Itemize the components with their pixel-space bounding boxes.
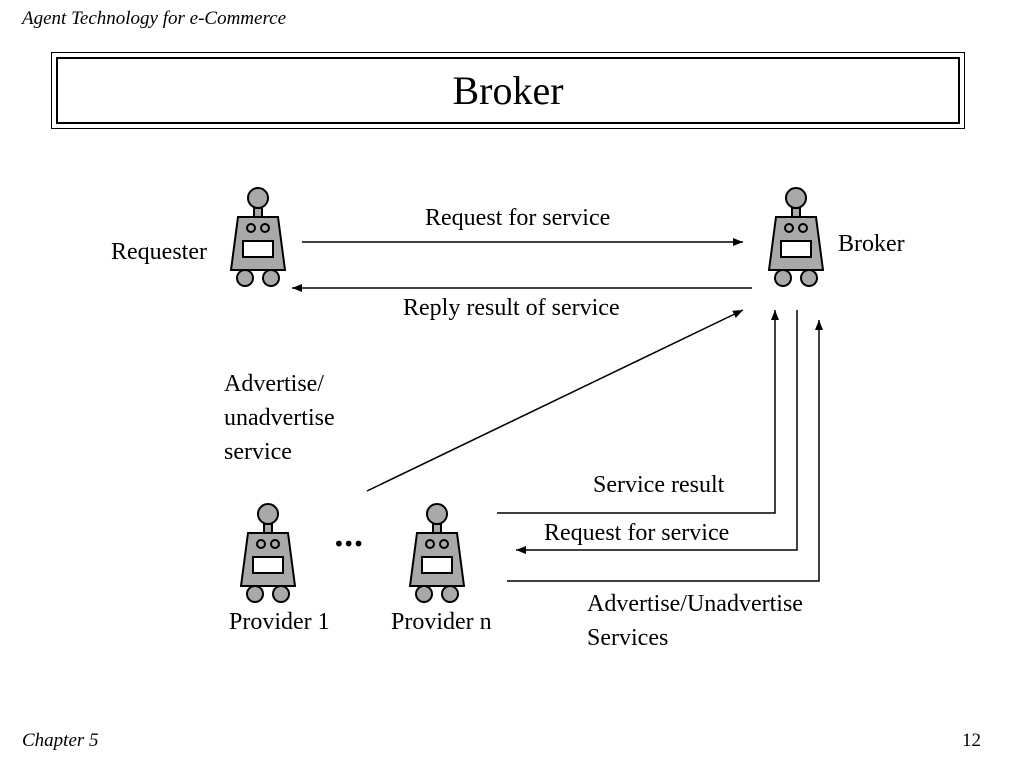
request-for-service-label: Request for service bbox=[425, 205, 611, 231]
broker-label: Broker bbox=[838, 231, 905, 257]
providers-ellipsis: ••• bbox=[333, 532, 364, 556]
advertise-label-line-3: service bbox=[224, 439, 292, 465]
advertise-services-label-line-2: Services bbox=[587, 625, 669, 651]
reply-result-label: Reply result of service bbox=[403, 295, 620, 321]
provider-n-robot-icon bbox=[409, 503, 465, 603]
request-for-service-bottom-label: Request for service bbox=[544, 520, 730, 546]
service-result-label: Service result bbox=[593, 472, 725, 498]
advertise-services-label-line-1: Advertise/Unadvertise bbox=[587, 591, 803, 617]
requester-robot-icon bbox=[230, 187, 286, 287]
requester-label: Requester bbox=[111, 239, 207, 265]
broker-robot-icon bbox=[768, 187, 824, 287]
advertise-arrow bbox=[366, 309, 744, 492]
page-title: Broker bbox=[452, 68, 564, 113]
service-result-arrow bbox=[497, 310, 779, 514]
page-number: 12 bbox=[962, 730, 981, 751]
request-bottom-arrow bbox=[516, 310, 798, 554]
provider-1-label: Provider 1 bbox=[229, 609, 330, 635]
title-box: Broker bbox=[51, 52, 965, 129]
footer-chapter: Chapter 5 bbox=[22, 730, 99, 751]
provider-n-label: Provider n bbox=[391, 609, 492, 635]
title-box-inner: Broker bbox=[56, 57, 960, 124]
advertise-label-line-2: unadvertise bbox=[224, 405, 335, 431]
header-title: Agent Technology for e-Commerce bbox=[22, 8, 287, 29]
provider-1-robot-icon bbox=[240, 503, 296, 603]
advertise-label-line-1: Advertise/ bbox=[224, 371, 324, 397]
advertise-services-arrow bbox=[507, 320, 823, 582]
